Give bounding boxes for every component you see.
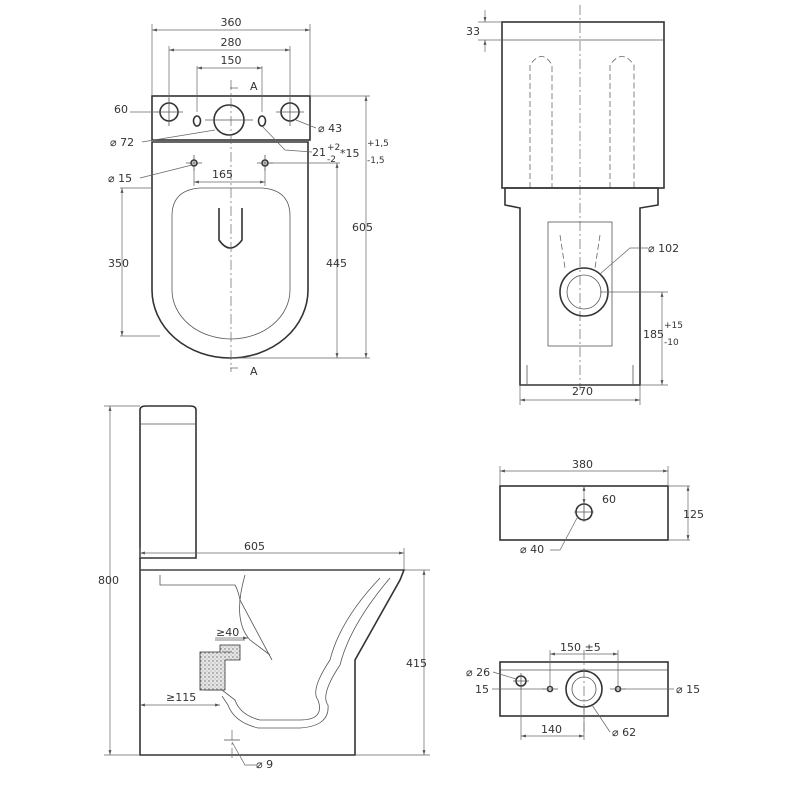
dim-right-ext [231,95,370,359]
section-bottom-label: A [250,365,258,378]
dim-415-ext [355,569,430,756]
front-pedestal-outline [504,187,659,386]
front-outlet-inner [566,274,602,310]
side-trap-inner [221,577,391,729]
tol-21-label: 21 [312,146,326,159]
dim-380-ext [499,466,669,486]
dim-185-up: +15 [664,321,683,331]
tol-21-down: -2 [327,155,336,165]
tank-top-crosshairs [513,673,626,690]
dim-60-label: 60 [114,103,128,116]
side-outlet-hatch [199,644,241,691]
top-view: 360 280 150 A A 60 ⌀ 72 ⌀ 15 165 ⌀ 43 21… [108,16,389,378]
dia-26-label: ⌀ 26 [466,666,490,679]
dim-140-ext [520,686,585,740]
dia-9-label: ⌀ 9 [256,758,273,771]
dia-102-label: ⌀ 102 [648,242,679,255]
dim-280-label: 280 [221,36,242,49]
dim-350-ext [120,187,160,337]
dim-150-label: 150 [221,54,242,67]
dia-43-leader [295,119,317,129]
dim-165-label: 165 [212,168,233,181]
pedestal-channel [559,234,601,269]
dia-9-leader [231,741,256,766]
pedestal-feet [526,365,634,385]
dim-185-down: -10 [664,338,679,348]
dia-15-label: ⌀ 15 [108,172,132,185]
tol-15-up: +1,5 [367,139,389,149]
side-wall-ext [215,639,245,653]
front-view: 33 ⌀ 102 185 +15 -10 270 [466,5,683,405]
side-bowl-outline [139,558,406,756]
dim-150-tank-label: 150 ±5 [560,641,601,654]
side-channel-inner [239,574,271,656]
tank-slot-right [257,115,267,127]
dim-270-ext [519,385,641,405]
side-tank-outline [139,405,197,559]
side-flush-channel [159,575,273,661]
front-tank-outline [501,21,665,189]
dim-350-label: 350 [108,257,129,270]
top-seat-outline [171,187,291,340]
dim-605-side-label: 605 [244,540,265,553]
tol-21-up: +2 [327,143,340,153]
dim-360-label: 360 [221,16,242,29]
dia-62-leader [591,704,611,733]
section-marks [230,87,238,369]
dim-605-side-ext [139,548,405,570]
dim-150-tank-ext [549,650,619,686]
side-view: ≥40 ⌀ 9 800 605 ≥115 415 [98,405,430,771]
tank-front-crosshair [574,502,594,522]
dim-60-tank-label: 60 [602,493,616,506]
dim-15-left-label: 15 [475,683,489,696]
dia-40-label: ⌀ 40 [520,543,544,556]
dim-270-label: 270 [572,385,593,398]
dia-72-label: ⌀ 72 [110,136,134,149]
dim-125-ext [668,485,690,541]
dim-115-label: ≥115 [166,691,196,704]
tol-15-label: *15 [340,147,360,160]
tol-15-down: -1,5 [367,156,385,166]
dim-605-label: 605 [352,221,373,234]
dia-26-leader [492,671,517,680]
top-hole-crosshairs [155,98,304,126]
pedestal-inner [547,221,613,347]
dim-415-label: 415 [406,657,427,670]
dim-40-label: ≥40 [216,626,239,639]
dim-33-label: 33 [466,25,480,38]
dim-380-label: 380 [572,458,593,471]
dia-62-label: ⌀ 62 [612,726,636,739]
dia-40-leader [550,517,578,551]
dia-43-label: ⌀ 43 [318,122,342,135]
tank-top-view: 150 ±5 ⌀ 26 15 ⌀ 15 140 ⌀ 62 [466,641,700,740]
dia-72-leader [141,129,216,143]
dim-800-label: 800 [98,574,119,587]
fix-hole-crosshairs [186,155,273,171]
dia-15-leader [139,164,193,179]
section-top-label: A [250,80,258,93]
dim-140-label: 140 [541,723,562,736]
dim-125-label: 125 [683,508,704,521]
side-trap-outer [205,577,381,721]
dim-185-ext [600,291,668,386]
tank-slot-left [192,115,202,127]
dia-102-leader [599,247,648,275]
tol-leader [261,125,313,153]
top-flush-mark [218,208,243,249]
tank-front-view: 380 60 125 ⌀ 40 [499,458,704,556]
dia-15-tank-label: ⌀ 15 [676,683,700,696]
top-ext-lines [151,24,311,112]
tank-internal-ribs [529,56,635,188]
dim-445-label: 445 [326,257,347,270]
dim-185-label: 185 [643,328,664,341]
